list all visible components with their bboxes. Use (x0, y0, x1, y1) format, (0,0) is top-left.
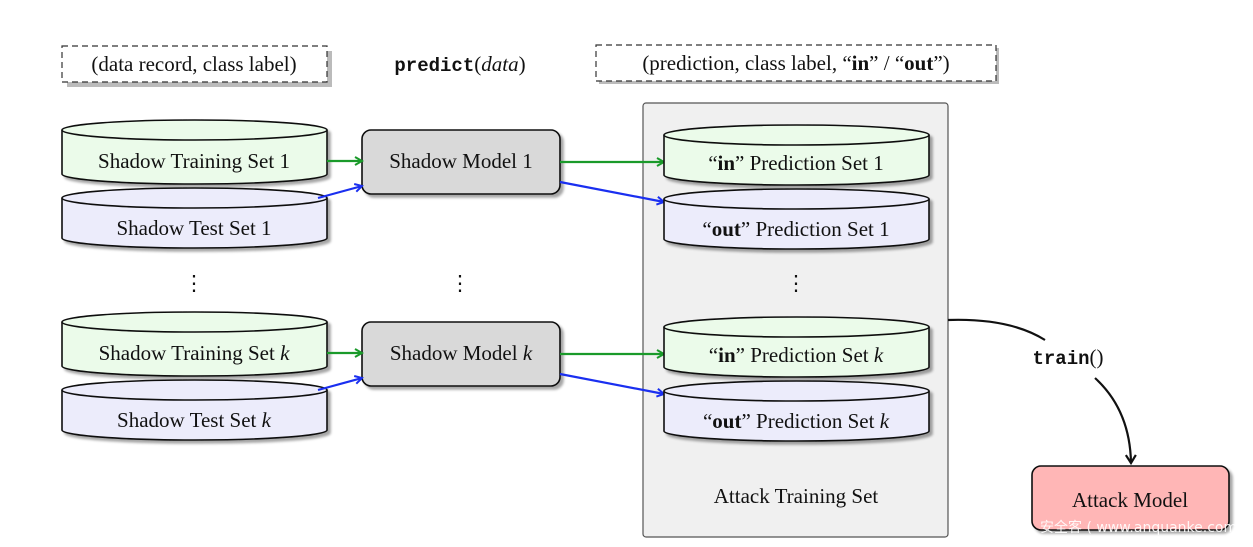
watermark: 安全客 ( www.anquanke.com ) (1040, 519, 1247, 536)
shadow-test-set-cylinder (61, 379, 328, 441)
shadow-test-set-cylinder (61, 187, 328, 249)
attack-model-node: Attack Model (1031, 465, 1230, 531)
shadow-model-label: Shadow Model 1 (389, 149, 533, 173)
train-edge-out-arrow (1094, 377, 1137, 466)
shadow-training-set-cylinder (61, 311, 328, 377)
predict-fn-name: predict (394, 55, 474, 77)
out-prediction-set-cylinder (663, 380, 930, 442)
test-to-model-arrow (317, 378, 362, 392)
shadow-training-set-label: Shadow Training Set 1 (98, 149, 290, 173)
shadow-row-k: Shadow Training Set k Shadow Test Set k Sh… (61, 311, 930, 442)
shadow-training-set-cylinder (61, 119, 328, 185)
output-format-box: (prediction, class label, “in” / “out”) (595, 44, 999, 84)
shadow-model-node: Shadow Model k (361, 321, 561, 387)
test-to-model-arrow (317, 186, 362, 200)
ellipsis-predictions: ⋮ (786, 271, 807, 295)
attack-training-set-label: Attack Training Set (714, 484, 879, 508)
shadow-model-node: Shadow Model 1 (361, 129, 561, 195)
shadow-row-1: Shadow Training Set 1 Shadow Test Set 1 Sh… (61, 119, 930, 250)
out-prediction-set-label: “out” Prediction Set k (703, 409, 890, 433)
train-edge-in (947, 318, 1046, 341)
attack-model-label: Attack Model (1072, 488, 1188, 512)
predict-function-label: predict(data) (394, 52, 525, 77)
in-prediction-set-cylinder (663, 316, 930, 378)
shadow-test-set-label: Shadow Test Set 1 (116, 216, 271, 240)
input-format-label: (data record, class label) (91, 52, 296, 76)
model-to-out-set-arrow (559, 180, 664, 202)
out-prediction-set-label: “out” Prediction Set 1 (702, 217, 889, 241)
shadow-model-label: Shadow Model k (390, 341, 533, 365)
in-prediction-set-label: “in” Prediction Set 1 (708, 151, 884, 175)
train-function-label: train() (1032, 345, 1103, 370)
out-prediction-set-cylinder (663, 188, 930, 250)
in-prediction-set-label: “in” Prediction Set k (709, 343, 884, 367)
shadow-training-set-label: Shadow Training Set k (99, 341, 290, 365)
shadow-test-set-label: Shadow Test Set k (117, 408, 272, 432)
output-format-label: (prediction, class label, “in” / “out”) (642, 51, 949, 75)
ellipsis-datasets: ⋮ (184, 271, 205, 295)
model-to-out-set-arrow (559, 372, 664, 394)
ellipsis-models: ⋮ (450, 271, 471, 295)
input-format-box: (data record, class label) (61, 45, 332, 87)
in-prediction-set-cylinder (663, 124, 930, 186)
predict-fn-arg: data (481, 52, 518, 76)
